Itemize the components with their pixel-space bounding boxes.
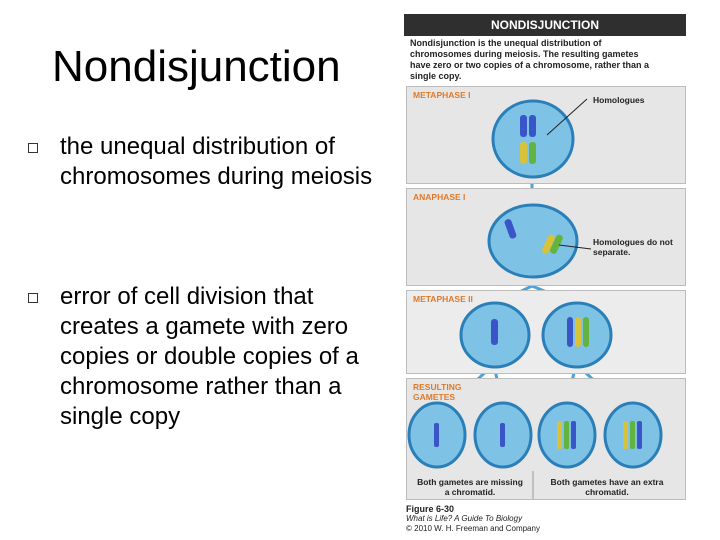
slide-title: Nondisjunction bbox=[52, 42, 341, 92]
bullet-text-2: error of cell division that creates a ga… bbox=[60, 282, 378, 432]
nondisjunction-figure: NONDISJUNCTION Nondisjunction is the une… bbox=[404, 14, 688, 540]
callout-homologues-do-not-separate: Homologues do not separate. bbox=[593, 237, 673, 257]
caption-missing-chromatid: Both gametes are missing a chromatid. bbox=[415, 477, 525, 497]
bullet-item-2: error of cell division that creates a ga… bbox=[28, 282, 378, 432]
figure-credit: Figure 6-30 What is Life? A Guide To Bio… bbox=[406, 504, 540, 534]
cells-metaphase-2 bbox=[407, 291, 687, 375]
checkbox-bullet-icon bbox=[28, 293, 38, 303]
callout-homologues: Homologues bbox=[593, 95, 644, 105]
panel-anaphase-1: ANAPHASE I Homologues do not separate. bbox=[406, 188, 686, 286]
panel-metaphase-1: METAPHASE I Homologues bbox=[406, 86, 686, 184]
panel-metaphase-2: METAPHASE II bbox=[406, 290, 686, 374]
bullet-item-1: the unequal distribution of chromosomes … bbox=[28, 132, 378, 192]
figure-book-title: What is Life? A Guide To Biology bbox=[406, 514, 540, 524]
cell-metaphase-1 bbox=[407, 87, 687, 185]
panel-resulting-gametes: RESULTING GAMETES Both gametes are missi… bbox=[406, 378, 686, 500]
bullet-text-1: the unequal distribution of chromosomes … bbox=[60, 132, 378, 192]
caption-extra-chromatid: Both gametes have an extra chromatid. bbox=[547, 477, 667, 497]
checkbox-bullet-icon bbox=[28, 143, 38, 153]
figure-copyright: © 2010 W. H. Freeman and Company bbox=[406, 524, 540, 534]
figure-number: Figure 6-30 bbox=[406, 504, 540, 514]
